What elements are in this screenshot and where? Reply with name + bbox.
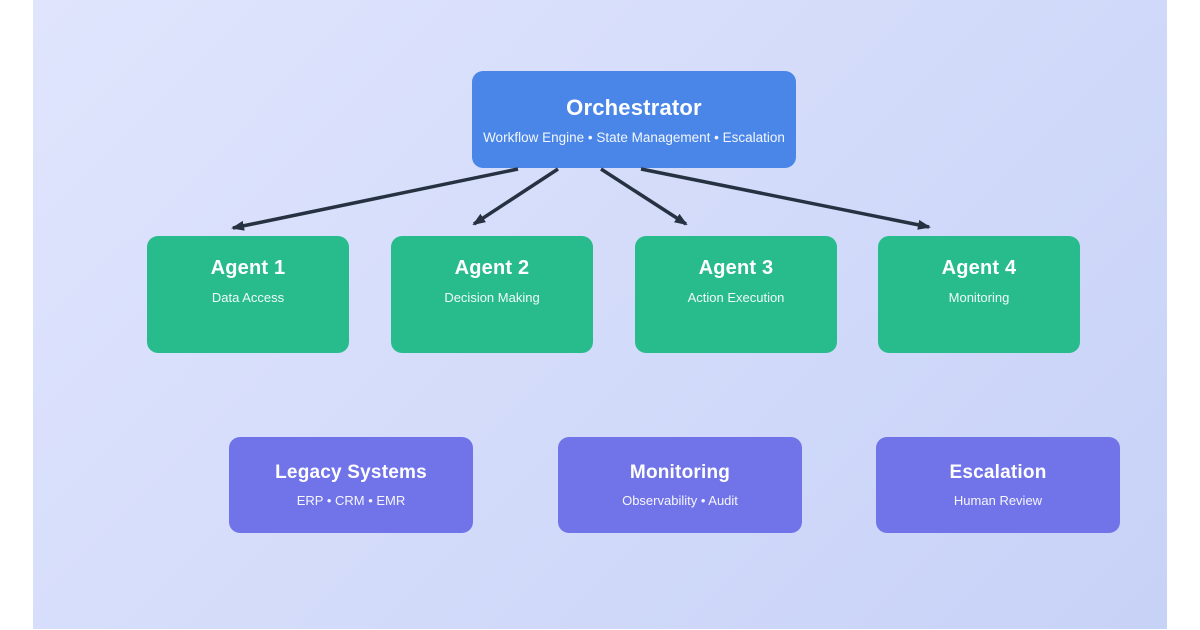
legacy-systems-subtitle: ERP • CRM • EMR bbox=[296, 493, 406, 508]
monitoring-subtitle: Observability • Audit bbox=[622, 493, 738, 508]
agent-2-subtitle: Decision Making bbox=[444, 290, 540, 305]
escalation-title: Escalation bbox=[949, 462, 1047, 483]
escalation-subtitle: Human Review bbox=[953, 493, 1043, 508]
node-agent-4: Agent 4 Monitoring bbox=[878, 236, 1080, 353]
monitoring-title: Monitoring bbox=[629, 462, 731, 483]
orchestrator-title: Orchestrator bbox=[566, 94, 702, 120]
node-monitoring: Monitoring Observability • Audit bbox=[558, 437, 802, 533]
agent-3-subtitle: Action Execution bbox=[687, 290, 785, 305]
orchestrator-subtitle: Workflow Engine • State Management • Esc… bbox=[483, 129, 785, 145]
diagram-canvas: Orchestrator Workflow Engine • State Man… bbox=[33, 0, 1167, 629]
node-agent-1: Agent 1 Data Access bbox=[147, 236, 349, 353]
node-escalation: Escalation Human Review bbox=[876, 437, 1120, 533]
agent-4-title: Agent 4 bbox=[941, 257, 1017, 279]
node-agent-3: Agent 3 Action Execution bbox=[635, 236, 837, 353]
node-legacy-systems: Legacy Systems ERP • CRM • EMR bbox=[229, 437, 473, 533]
node-orchestrator: Orchestrator Workflow Engine • State Man… bbox=[472, 71, 796, 168]
agent-3-title: Agent 3 bbox=[698, 257, 774, 279]
agent-4-subtitle: Monitoring bbox=[948, 290, 1010, 305]
agent-2-title: Agent 2 bbox=[454, 257, 530, 279]
legacy-systems-title: Legacy Systems bbox=[275, 462, 427, 483]
node-agent-2: Agent 2 Decision Making bbox=[391, 236, 593, 353]
agent-1-title: Agent 1 bbox=[210, 257, 286, 279]
agent-1-subtitle: Data Access bbox=[211, 290, 285, 305]
